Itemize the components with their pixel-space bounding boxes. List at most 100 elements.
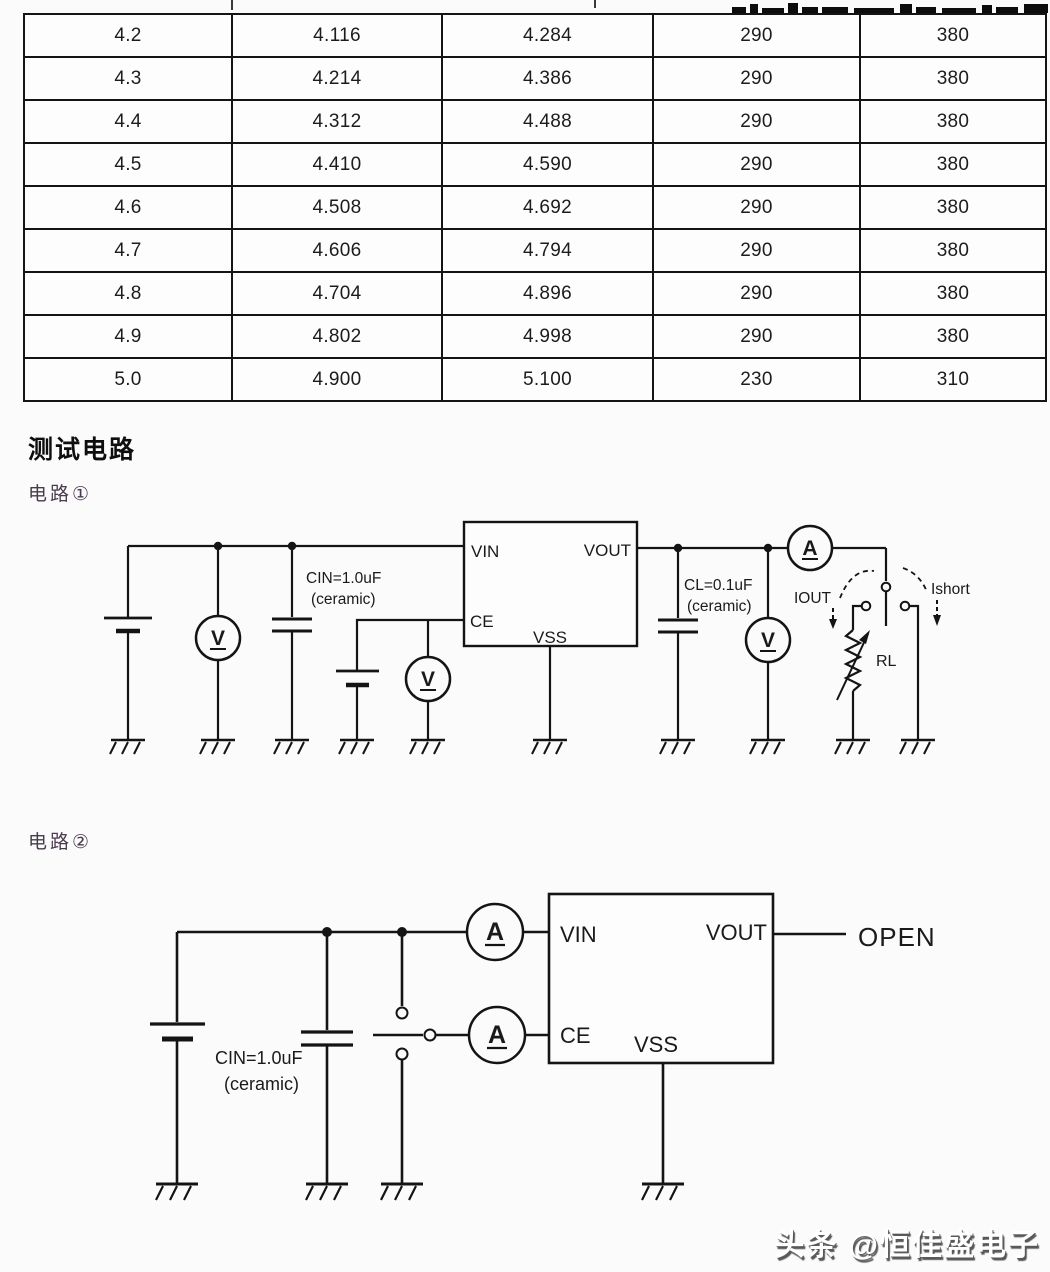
clipped-header-text-fragment	[732, 3, 1048, 13]
iout-label: IOUT	[794, 590, 832, 607]
c2-vout-open: OPEN	[773, 922, 936, 952]
table-cell: 380	[859, 314, 1047, 359]
c1-ce-branch: V	[336, 618, 464, 756]
c1-vss-ground	[530, 646, 569, 756]
cl-sub-label: (ceramic)	[687, 598, 752, 615]
c2-ce-ammeter: A	[436, 1005, 549, 1065]
table-cell: 4.900	[231, 357, 443, 402]
table-cell: 4.692	[441, 185, 654, 230]
table-cell: 4.3	[23, 56, 233, 101]
pin-ce: CE	[560, 1023, 591, 1048]
table-cell: 4.704	[231, 271, 443, 316]
c1-iout-annotation: IOUT	[794, 569, 875, 629]
table-cell: 4.896	[441, 271, 654, 316]
table-cell: 290	[652, 271, 861, 316]
table-cell: 290	[652, 56, 861, 101]
cl-label: CL=0.1uF	[684, 577, 753, 594]
c1-input-battery	[104, 546, 152, 756]
table-cell: 4.284	[441, 13, 654, 58]
cin-label: CIN=1.0uF	[306, 570, 381, 587]
table-cell: 4.9	[23, 314, 233, 359]
watermark: 头条 @恒佳盛电子	[774, 1229, 1040, 1262]
section-title: 测试电路	[28, 436, 137, 464]
table-cell: 4.5	[23, 142, 233, 187]
c1-ishort-annotation: Ishort	[902, 567, 970, 626]
cin-sub-label: (ceramic)	[311, 591, 376, 608]
circuit2-label: 电路②	[28, 832, 93, 853]
table-cell: 380	[859, 99, 1047, 144]
table-cell: 4.214	[231, 56, 443, 101]
pin-ce: CE	[470, 612, 494, 631]
pin-vss: VSS	[634, 1032, 678, 1057]
ammeter-letter: A	[486, 918, 504, 946]
c2-ce-switch	[373, 932, 437, 1202]
c2-vss-ground	[640, 1063, 686, 1202]
pin-vin: VIN	[471, 542, 499, 561]
ammeter-letter: A	[488, 1021, 506, 1049]
c1-cin-capacitor: CIN=1.0uF (ceramic)	[272, 546, 381, 756]
c1-rl-resistor: RL	[833, 629, 897, 756]
voltmeter-letter: V	[761, 629, 775, 652]
circuit1-diagram: V CIN=1.0uF (ceramic) VIN VOUT CE VSS V	[104, 520, 970, 756]
table-cell: 4.794	[441, 228, 654, 273]
c2-vin-ammeter: A	[465, 902, 549, 962]
table-cell: 5.100	[441, 357, 654, 402]
table-cell: 4.590	[441, 142, 654, 187]
table-cell: 4.508	[231, 185, 443, 230]
table-cell: 4.8	[23, 271, 233, 316]
c2-input-battery	[150, 932, 205, 1202]
circuit1-label: 电路①	[28, 484, 93, 505]
cin-label: CIN=1.0uF	[215, 1048, 303, 1068]
pin-vin: VIN	[560, 922, 597, 947]
c1-input-voltmeter: V	[194, 546, 242, 756]
table-cell: 380	[859, 228, 1047, 273]
table-cell: 5.0	[23, 357, 233, 402]
table-cell: 290	[652, 228, 861, 273]
cin-sub-label: (ceramic)	[224, 1074, 299, 1094]
table-cell: 4.116	[231, 13, 443, 58]
table-cell: 230	[652, 357, 861, 402]
pin-vout: VOUT	[706, 920, 767, 945]
c2-ic-block: VIN VOUT CE VSS	[547, 892, 775, 1065]
table-cell: 380	[859, 13, 1047, 58]
circuit2-diagram: CIN=1.0uF (ceramic) A A VIN VOUT CE VSS	[150, 892, 936, 1202]
table-cell: 290	[652, 142, 861, 187]
table-cell: 290	[652, 99, 861, 144]
clipped-column-line	[594, 0, 596, 8]
table-cell: 310	[859, 357, 1047, 402]
pin-vout: VOUT	[584, 541, 631, 560]
table-cell: 4.606	[231, 228, 443, 273]
table-cell: 4.6	[23, 185, 233, 230]
table-cell: 4.998	[441, 314, 654, 359]
table-cell: 290	[652, 314, 861, 359]
table-cell: 4.7	[23, 228, 233, 273]
ammeter-letter: A	[802, 537, 817, 560]
c1-output-rail: A	[637, 524, 886, 572]
table-cell: 380	[859, 142, 1047, 187]
voltmeter-letter: V	[421, 668, 435, 691]
c1-cl-capacitor: CL=0.1uF (ceramic)	[658, 548, 753, 756]
table-cell: 290	[652, 13, 861, 58]
rl-label: RL	[876, 653, 897, 670]
clipped-column-line	[231, 0, 233, 10]
table-cell: 290	[652, 185, 861, 230]
c1-load-switch	[851, 548, 937, 756]
ishort-label: Ishort	[931, 581, 970, 598]
table-cell: 4.312	[231, 99, 443, 144]
table-cell: 4.4	[23, 99, 233, 144]
table-cell: 380	[859, 185, 1047, 230]
table-cell: 380	[859, 56, 1047, 101]
c2-cin-capacitor: CIN=1.0uF (ceramic)	[215, 932, 353, 1202]
table-cell: 4.488	[441, 99, 654, 144]
open-label: OPEN	[858, 922, 936, 952]
